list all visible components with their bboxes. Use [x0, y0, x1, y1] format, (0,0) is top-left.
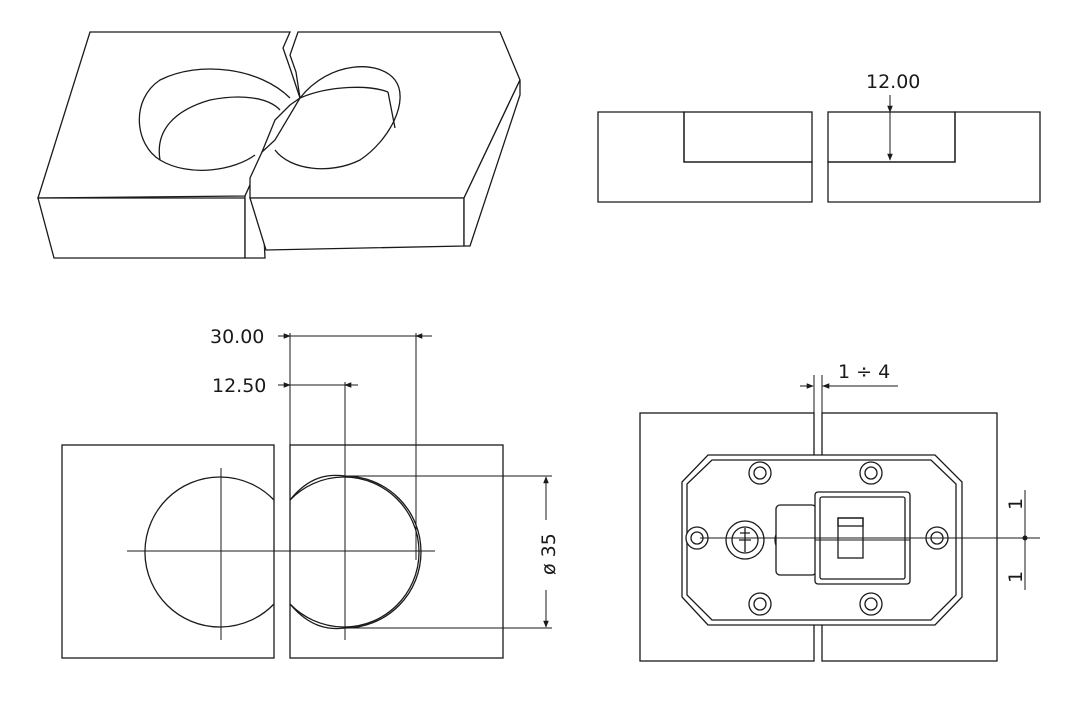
section-view: 12.00: [597, 71, 1041, 203]
installed-hinge-view: 1 ÷ 4 1 1: [639, 361, 1040, 662]
center-distance-label: 30.00: [210, 326, 264, 348]
screw-icon: [685, 461, 949, 616]
isometric-view: [37, 31, 521, 259]
section-depth-label: 12.00: [866, 71, 920, 93]
vertical-tolerance-top-label: 1: [1005, 498, 1027, 510]
door-gap-label: 1 ÷ 4: [838, 361, 890, 383]
hole-diameter-label: ø 35: [538, 533, 560, 575]
center-offset-label: 12.50: [212, 375, 266, 397]
drilling-plan-view: 30.00 12.50 ø 35: [61, 326, 560, 659]
vertical-tolerance-bottom-label: 1: [1005, 571, 1027, 583]
